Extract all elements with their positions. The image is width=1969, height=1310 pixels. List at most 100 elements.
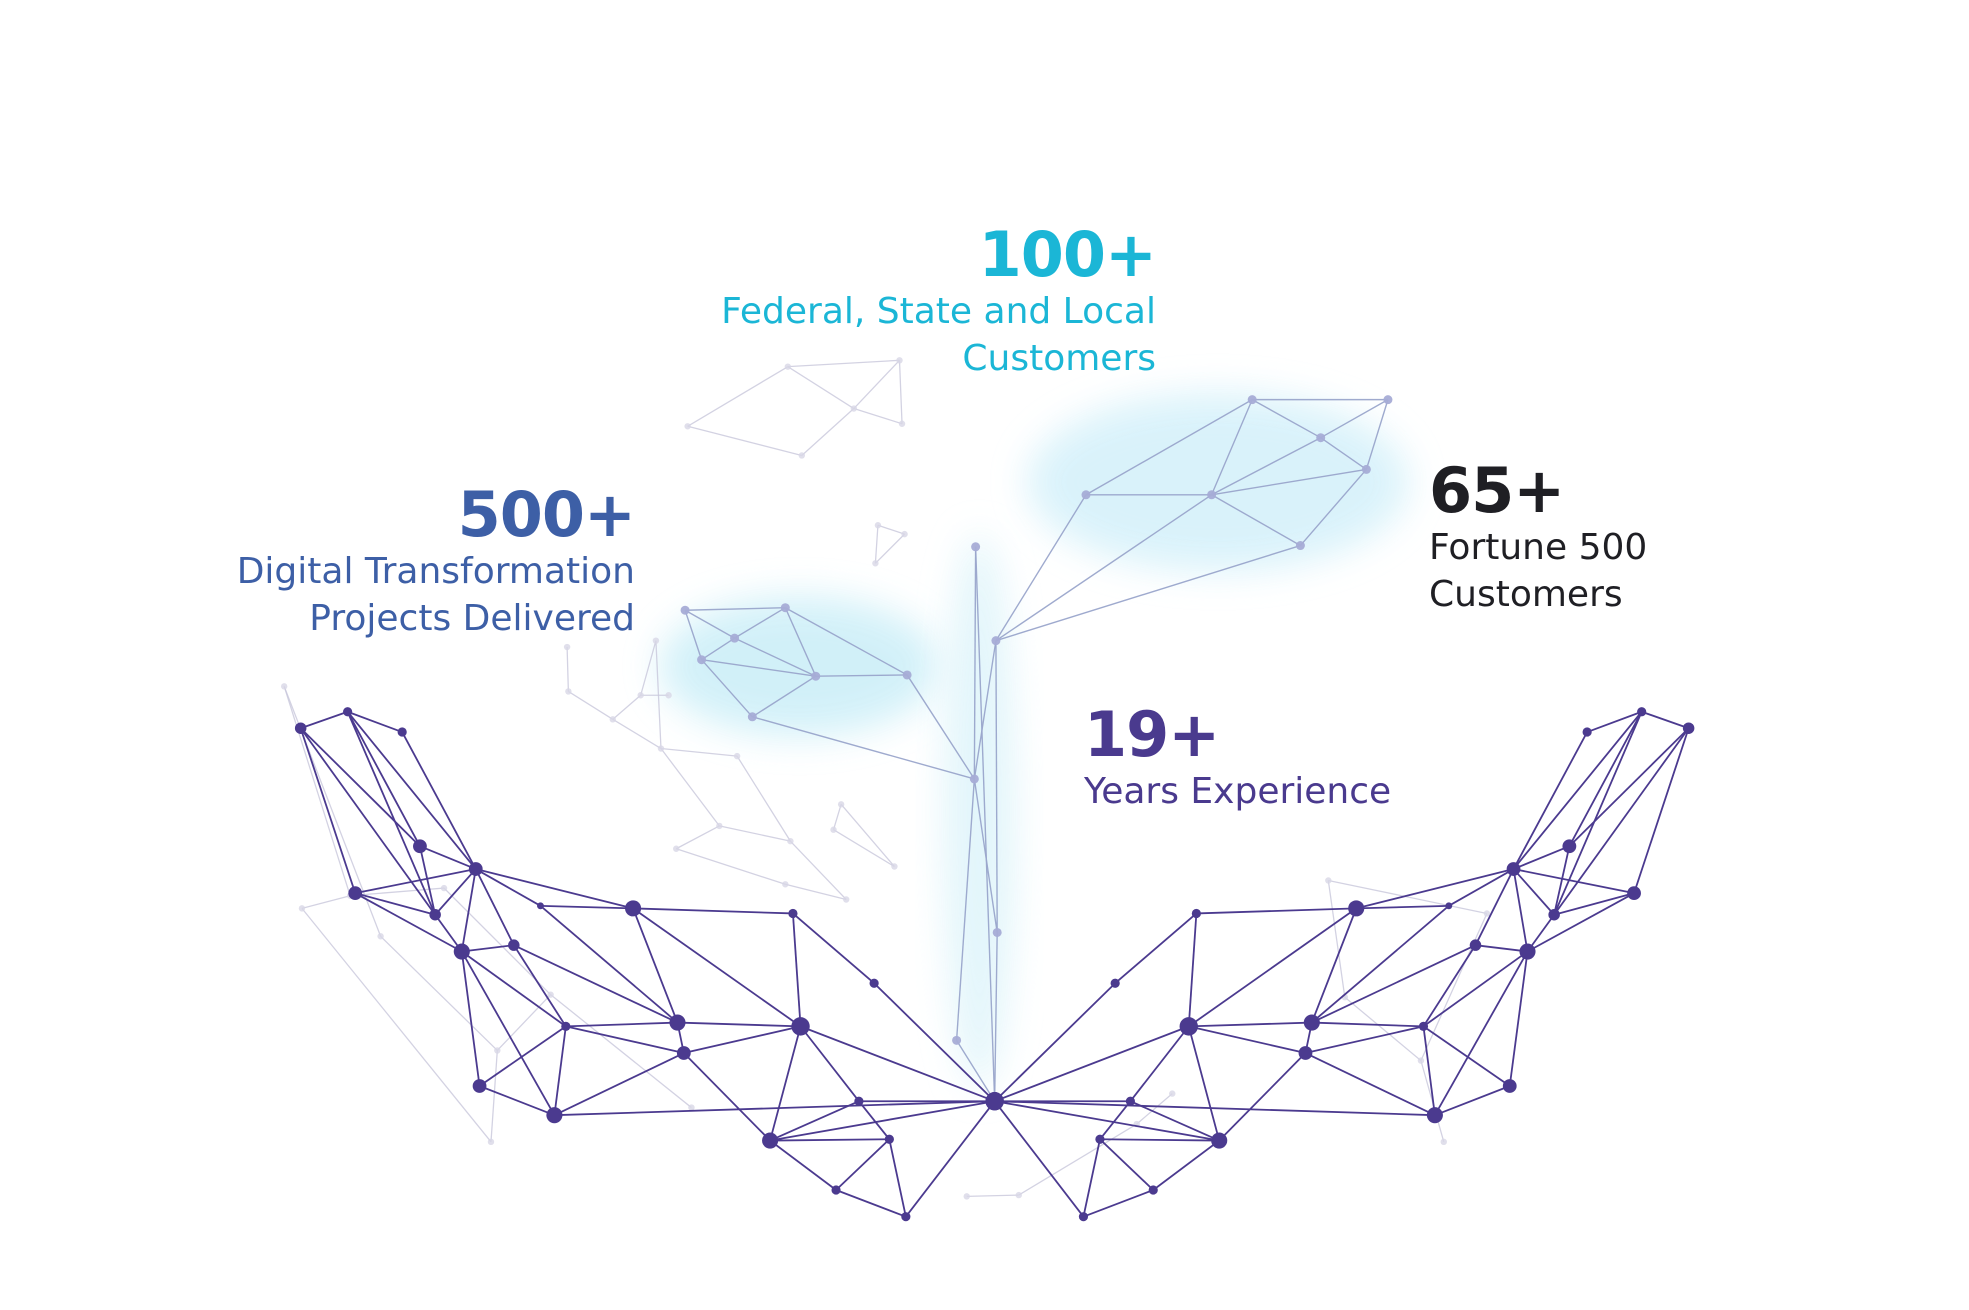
left-hand-edge [553, 1026, 567, 1116]
right-hand-edge [1187, 913, 1198, 1027]
left-hand-edge [769, 1100, 995, 1142]
left-hand-node [546, 1107, 563, 1124]
left-hand-node [625, 900, 642, 917]
right-hand-edge [1310, 908, 1358, 1023]
faint-edge [490, 1050, 498, 1142]
faint-node [901, 530, 908, 538]
left-hand-edge [513, 944, 567, 1027]
faint-edge [1328, 879, 1488, 915]
sprout-edge [815, 674, 908, 677]
left-hand-edge [565, 1021, 678, 1028]
sprout-edge [973, 546, 977, 779]
left-hand-edge [769, 1139, 837, 1191]
stat-government-label-line1: Federal, State and Local [721, 291, 1156, 332]
left-hand-node [397, 727, 407, 737]
sprout-edge [784, 607, 908, 676]
left-hand-edge [300, 710, 348, 730]
faint-node [896, 357, 903, 364]
faint-edge [350, 887, 445, 897]
right-hand-edge [1553, 727, 1690, 916]
right-hand-edge [1305, 1052, 1436, 1116]
left-hand-node [348, 886, 363, 901]
sprout-node [969, 774, 979, 784]
faint-edge [380, 935, 498, 1051]
left-hand-edge [835, 1138, 890, 1191]
left-hand-edge [354, 892, 436, 916]
faint-node [637, 692, 644, 699]
faint-edge [833, 829, 895, 868]
left-hand-edge [539, 905, 679, 1024]
faint-edge [687, 366, 789, 427]
left-hand-node [294, 722, 307, 734]
sprout-node [971, 542, 981, 552]
stat-fortune-label-line1: Fortune 500 [1429, 527, 1648, 568]
left-hand-node [472, 1079, 487, 1093]
faint-node [787, 837, 794, 845]
stat-years-experience: 19+ Years Experience [1084, 702, 1544, 815]
right-hand-node [1426, 1107, 1443, 1124]
sprout-edge [1085, 399, 1253, 496]
right-hand-node [1418, 1021, 1429, 1031]
left-hand-edge [633, 907, 793, 915]
sprout-edge [784, 607, 817, 677]
faint-edge [874, 533, 906, 564]
faint-node [716, 822, 723, 830]
right-hand-node [1627, 886, 1641, 901]
right-hand-node [1562, 839, 1577, 854]
sprout-edge [1211, 437, 1322, 496]
left-hand-node [468, 862, 483, 876]
faint-node [850, 405, 858, 412]
faint-node [609, 716, 616, 723]
left-hand-edge [905, 1100, 996, 1218]
faint-edge [612, 694, 642, 720]
right-hand-edge [1083, 1189, 1154, 1218]
right-hand-edge [1099, 1100, 1132, 1140]
faint-node [1325, 877, 1332, 884]
sprout-edge [955, 1039, 996, 1102]
right-hand-node [1502, 1079, 1517, 1093]
left-hand-edge [683, 1025, 801, 1054]
stat-government-label-line2: Customers [962, 338, 1156, 379]
left-hand-edge [677, 1021, 801, 1028]
stat-projects-delivered: 500+ Digital Transformation Projects Del… [115, 482, 636, 642]
faint-node [782, 881, 789, 888]
faint-edge [1420, 913, 1488, 1061]
right-hand-edge [1553, 892, 1635, 916]
sprout-node [1081, 490, 1091, 500]
right-hand-edge [1187, 1026, 1221, 1141]
faint-node [898, 420, 906, 427]
right-hand-edge [1099, 1138, 1154, 1191]
sprout-node [730, 633, 740, 643]
faint-edge [566, 647, 570, 692]
right-hand-node [1506, 862, 1521, 876]
left-hand-node [869, 978, 879, 988]
left-hand-edge [792, 913, 802, 1027]
sprout-node [991, 636, 1001, 646]
stat-years-number: 19+ [1084, 698, 1220, 771]
right-hand-edge [1633, 727, 1690, 894]
faint-node [963, 1193, 970, 1200]
left-hand-edge [632, 908, 679, 1023]
sprout-edge [1320, 399, 1389, 439]
left-hand-edge [475, 868, 541, 907]
left-hand-edge [347, 710, 403, 733]
faint-edge [1018, 1123, 1138, 1196]
faint-node [673, 845, 680, 852]
right-hand-node [1303, 1014, 1320, 1031]
right-hand-node [1519, 943, 1536, 960]
sprout-edge [1299, 468, 1367, 546]
right-hand-edge [1311, 1021, 1424, 1028]
right-hand-edge [1508, 951, 1529, 1087]
sprout-node [747, 712, 757, 722]
left-hand-node [453, 943, 470, 960]
sprout-node [1383, 395, 1393, 405]
faint-node [1169, 1090, 1176, 1097]
sprout-edge [955, 778, 976, 1041]
right-hand-edge [994, 1100, 1220, 1142]
left-hand-edge [346, 711, 477, 870]
faint-edge [676, 848, 786, 885]
right-hand-edge [1196, 907, 1357, 915]
faint-node [494, 1047, 501, 1054]
leaf-glow-left [659, 596, 939, 736]
sprout-edge [701, 659, 816, 677]
